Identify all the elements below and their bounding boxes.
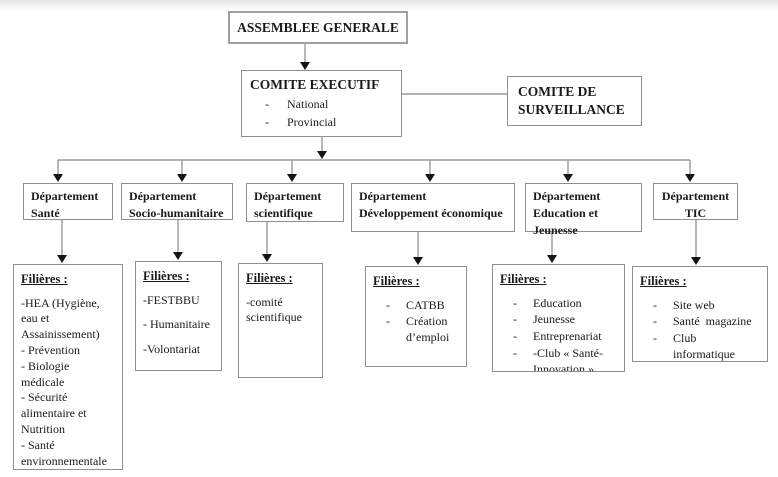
dash-bullet: -: [386, 297, 390, 312]
assemblee-generale-box: ASSEMBLEE GENERALE: [228, 11, 408, 44]
comite-surveillance-label: COMITE DE SURVEILLANCE: [518, 84, 625, 117]
filieres-title: Filières :: [500, 272, 547, 286]
comite-executif-title: COMITE EXECUTIF: [250, 77, 380, 92]
filiere-item: -Club « Santé- Innovation »: [533, 345, 603, 372]
list-item: - Club informatique: [640, 331, 760, 361]
filiere-item: Education: [533, 295, 582, 310]
list-item: - Santé magazine: [640, 314, 760, 330]
arrowhead-into-dept-1: [53, 174, 63, 182]
filieres-title: Filières :: [143, 269, 190, 283]
filiere-item: Entreprenariat: [533, 329, 602, 344]
arrowhead-into-dept-5: [563, 174, 573, 182]
filieres-title: Filières :: [640, 274, 687, 288]
arrowhead-into-dept-4: [425, 174, 435, 182]
filiere-item: Club informatique: [673, 331, 735, 361]
dash-bullet: -: [513, 295, 517, 310]
arrowhead-into-dept-6: [685, 174, 695, 182]
arrowhead-into-ce: [300, 62, 310, 70]
arrowhead-into-dept-2: [177, 174, 187, 182]
list-item: - CATBB: [373, 298, 459, 314]
arrowhead-into-branch: [317, 151, 327, 159]
list-item: - Jeunesse: [500, 312, 617, 328]
filiere-item: CATBB: [406, 297, 445, 312]
arrowhead-into-dept-3: [287, 174, 297, 182]
list-item: - Création d’emploi: [373, 314, 459, 346]
comite-executif-items: - National - Provincial: [250, 96, 393, 132]
list-item: - -Club « Santé- Innovation »: [500, 345, 617, 372]
list-item: - Entreprenariat: [500, 329, 617, 345]
department-box-education-jeunesse: Département Education et Jeunesse: [525, 183, 642, 237]
filieres-box-education-jeunesse: Filières : - Education - Jeunesse - Entr…: [492, 264, 625, 372]
filiere-item: Santé magazine: [673, 314, 752, 329]
dash-bullet: -: [513, 345, 517, 360]
dash-bullet: -: [653, 331, 657, 346]
department-box-developpement-economique: Département Développement économique: [351, 183, 515, 232]
dash-bullet: -: [265, 96, 269, 111]
department-box-sante: Département Santé: [23, 183, 113, 220]
filiere-item: Site web: [673, 297, 715, 312]
filiere-item: -comité scientifique: [246, 294, 302, 325]
filieres-box-developpement-economique: Filières : - CATBB - Création d’emploi: [365, 266, 467, 367]
list-item: - Education: [500, 296, 617, 312]
arrowhead-into-fil-3: [262, 254, 272, 262]
filieres-box-sante: Filières : -HEA (Hygiène, eau et Assaini…: [13, 264, 123, 470]
filieres-title: Filières :: [21, 272, 68, 286]
filiere-item: -FESTBBU: [143, 292, 200, 307]
arrowhead-into-fil-4: [413, 257, 423, 265]
filiere-item: -Volontariat: [143, 342, 201, 357]
comite-executif-box: COMITE EXECUTIF - National - Provincial: [241, 70, 402, 137]
dash-bullet: -: [513, 312, 517, 327]
dash-bullet: -: [653, 314, 657, 329]
filiere-item: - Prévention: [21, 342, 80, 357]
arrowhead-into-fil-1: [57, 255, 67, 263]
executif-item-label: National: [287, 96, 329, 111]
department-box-scientifique: Département scientifique: [246, 183, 344, 222]
assemblee-generale-label: ASSEMBLEE GENERALE: [237, 19, 399, 35]
executif-item-label: Provincial: [287, 114, 337, 129]
list-item: - Provincial: [250, 114, 393, 131]
filiere-item: - Humanitaire: [143, 317, 210, 332]
filieres-box-socio-humanitaire: Filières : -FESTBBU - Humanitaire -Volon…: [135, 261, 222, 371]
dash-bullet: -: [653, 297, 657, 312]
filieres-title: Filières :: [373, 274, 420, 288]
dash-bullet: -: [386, 314, 390, 329]
filiere-item: Jeunesse: [533, 312, 575, 327]
arrowhead-into-fil-2: [173, 252, 183, 260]
filieres-box-tic: Filières : - Site web - Santé magazine -…: [632, 266, 768, 362]
arrowhead-into-fil-5: [547, 255, 557, 263]
filiere-item: - Sécurité alimentaire et Nutrition: [21, 390, 87, 437]
arrowhead-into-fil-6: [691, 257, 701, 265]
comite-surveillance-box: COMITE DE SURVEILLANCE: [507, 76, 642, 126]
filiere-item: - Santé environnementale: [21, 437, 107, 468]
filiere-item: -HEA (Hygiène, eau et Assainissement): [21, 295, 100, 342]
department-box-socio-humanitaire: Département Socio-humanitaire: [121, 183, 233, 220]
dash-bullet: -: [513, 329, 517, 344]
dash-bullet: -: [265, 114, 269, 129]
department-box-tic: Département TIC: [653, 183, 738, 220]
list-item: - Site web: [640, 298, 760, 314]
filiere-item: Création d’emploi: [406, 314, 450, 345]
filieres-title: Filières :: [246, 271, 293, 285]
list-item: - National: [250, 96, 393, 113]
filiere-item: - Biologie médicale: [21, 358, 73, 389]
page-edge-shade: [0, 0, 778, 12]
filieres-box-scientifique: Filières : -comité scientifique: [238, 263, 323, 378]
